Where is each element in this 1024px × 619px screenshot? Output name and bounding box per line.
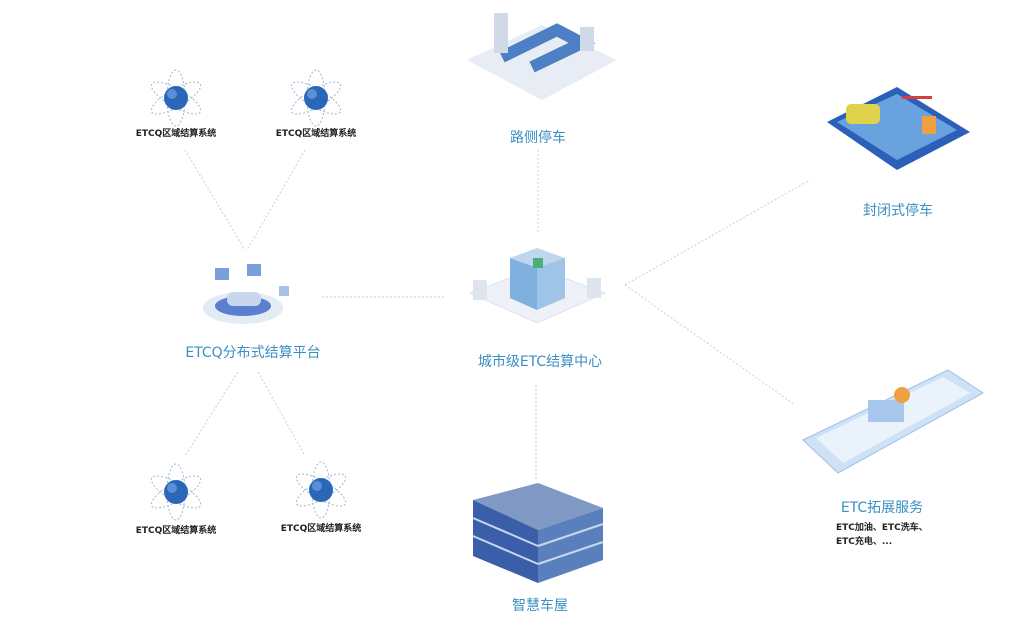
etc-phone-icon	[802, 369, 984, 474]
connector	[246, 149, 306, 251]
regional-system-label: ETCQ区域结算系统	[275, 129, 357, 139]
closed-parking-icon	[827, 87, 970, 170]
connector	[624, 284, 796, 406]
globe-atom-icon	[290, 69, 342, 127]
globe-atom-icon	[150, 69, 202, 127]
etc-services-desc: ETC加油、ETC洗车、 ETC充电、...	[836, 521, 928, 549]
connector	[257, 371, 306, 457]
regional-system-label: ETCQ区域结算系统	[135, 129, 217, 139]
car-platform-icon	[203, 264, 289, 324]
roadside-parking-icon	[467, 13, 617, 100]
center-label: 城市级ETC结算中心	[477, 354, 603, 370]
connector	[184, 149, 246, 251]
globe-atom-icon	[295, 461, 347, 519]
data-center-cube-icon	[468, 248, 607, 324]
etc-services-desc-line: ETC充电、...	[836, 537, 893, 547]
roadside-parking-label: 路侧停车	[510, 130, 566, 146]
globe-atom-icon	[150, 463, 202, 521]
connector	[624, 179, 811, 286]
closed-parking-label: 封闭式停车	[863, 203, 933, 219]
platform-label: ETCQ分布式结算平台	[185, 345, 321, 361]
smart-garage-building-icon	[472, 483, 604, 583]
regional-system-label: ETCQ区域结算系统	[280, 524, 362, 534]
connector	[184, 371, 239, 457]
regional-system-label: ETCQ区域结算系统	[135, 526, 217, 536]
etc-services-label: ETC拓展服务	[840, 500, 924, 516]
smart-garage-label: 智慧车屋	[512, 598, 568, 614]
etc-services-desc-line: ETC加油、ETC洗车、	[836, 523, 928, 533]
